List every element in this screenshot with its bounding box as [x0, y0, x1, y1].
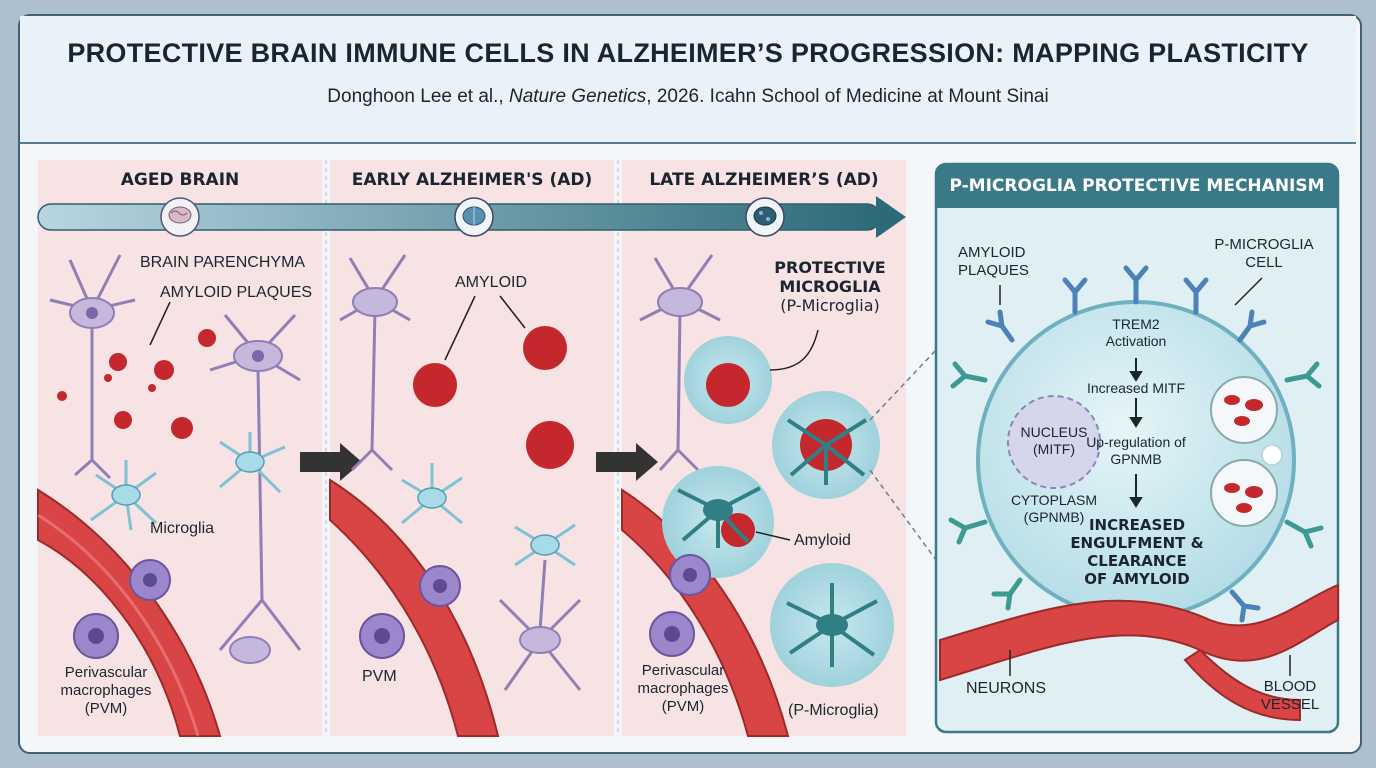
label-line: CELL: [1245, 254, 1283, 271]
pvm-cell: [649, 554, 711, 657]
pvm-cell: [359, 565, 461, 659]
label-line: BLOOD: [1263, 678, 1317, 695]
brain-icon: [160, 197, 200, 237]
label-amyloid-plaques-panel: AMYLOID PLAQUES: [958, 244, 1029, 280]
label-line: ENGULFMENT &: [1070, 534, 1204, 552]
neuron: [229, 636, 271, 664]
label-pvm-line2: macrophages: [637, 680, 729, 697]
label-neurons: NEURONS: [966, 680, 1047, 697]
nucleus: [1007, 395, 1101, 489]
label-pvm-line1: Perivascular: [641, 662, 725, 679]
label-amyloid-early: AMYLOID: [455, 274, 528, 291]
phagosome: [1210, 376, 1278, 444]
label-line: NUCLEUS: [1020, 424, 1088, 440]
citation: Donghoon Lee et al., Nature Genetics, 20…: [20, 86, 1356, 108]
label-pvm-late: Perivascular macrophages (PVM): [628, 662, 738, 716]
label-brain-parenchyma: BRAIN PARENCHYMA: [140, 254, 306, 271]
label-line: VESSEL: [1260, 696, 1320, 713]
amyloid-plaque: [413, 326, 574, 469]
label-protective-line2: MICROGLIA: [779, 277, 881, 296]
label-line: Up-regulation of: [1086, 434, 1186, 450]
label-protective-line3: (P-Microglia): [780, 296, 880, 315]
label-line: (GPNMB): [1023, 509, 1085, 525]
label-pvm-aged: Perivascular macrophages (PVM): [46, 664, 166, 718]
brain-dark-icon: [745, 197, 785, 237]
label-pvm-line3: (PVM): [661, 698, 705, 715]
label-pvm-line3: (PVM): [84, 700, 128, 717]
stage-title-early: EARLY ALZHEIMER'S (AD): [351, 170, 593, 190]
label-protective-microglia: PROTECTIVE MICROGLIA (P-Microglia): [766, 258, 894, 315]
pathway-arrow: [1129, 358, 1143, 508]
plaque-pointer: [149, 301, 171, 346]
pvm-cell: [73, 559, 171, 659]
label-p-microglia-cell: P-MICROGLIA CELL: [1208, 236, 1320, 272]
microglia: [90, 432, 286, 531]
neuron: [639, 254, 721, 472]
phagosome: [1210, 459, 1278, 527]
page-title: PROTECTIVE BRAIN IMMUNE CELLS IN ALZHEIM…: [67, 38, 1309, 68]
label-line: P-MICROGLIA: [1214, 236, 1314, 253]
brain-network-icon: [454, 197, 494, 237]
label-p-microglia: (P-Microglia): [788, 702, 879, 719]
progression-arrow: [596, 443, 658, 481]
label-blood-vessel: BLOOD VESSEL: [1252, 678, 1328, 714]
label-pvm-line1: Perivascular: [64, 664, 148, 681]
neuron: [209, 313, 302, 651]
label-trem2-activation: TREM2 Activation: [1076, 316, 1196, 350]
timeline-arrowhead: [876, 196, 906, 238]
label-gpnmb: Up-regulation of GPNMB: [1068, 434, 1204, 468]
label-line: CLEARANCE: [1087, 552, 1187, 570]
stage-title-aged: AGED BRAIN: [120, 170, 240, 190]
blood-vessel: [939, 583, 1339, 682]
label-line: INCREASED: [1088, 516, 1186, 534]
label-microglia: Microglia: [150, 520, 215, 537]
progression-arrow: [300, 443, 362, 481]
stage-title-late: LATE ALZHEIMER’S (AD): [649, 170, 879, 190]
label-result: INCREASED ENGULFMENT & CLEARANCE OF AMYL…: [1060, 516, 1214, 588]
blood-vessel: [329, 478, 500, 737]
label-amyloid-plaques: AMYLOID PLAQUES: [160, 284, 313, 301]
mechanism-title: P-MICROGLIA PROTECTIVE MECHANISM: [949, 176, 1325, 196]
microglia: [401, 463, 576, 567]
amyloid-plaque: [57, 329, 216, 439]
p-microglia: [677, 418, 878, 667]
label-line: (MITF): [1033, 441, 1075, 457]
citation-authors: Donghoon Lee et al.,: [327, 86, 509, 107]
label-line: CYTOPLASM: [1010, 492, 1098, 508]
label-cytoplasm: CYTOPLASM (GPNMB): [990, 492, 1118, 526]
label-pvm-line2: macrophages: [60, 682, 152, 699]
citation-journal: Nature Genetics: [508, 86, 647, 107]
label-line: AMYLOID: [958, 244, 1026, 261]
neuron: [49, 254, 136, 480]
trem2-receptor: [985, 265, 1267, 623]
label-line: OF AMYLOID: [1084, 570, 1190, 588]
label-nucleus: NUCLEUS (MITF): [1004, 424, 1104, 458]
citation-year-affiliation: , 2026. Icahn School of Medicine at Moun…: [646, 86, 1049, 107]
label-pvm-early: PVM: [362, 668, 397, 685]
label-line: Activation: [1105, 333, 1167, 349]
label-line: PLAQUES: [958, 262, 1029, 279]
label-amyloid-late: Amyloid: [794, 532, 851, 549]
label-line: GPNMB: [1110, 451, 1162, 467]
label-line: TREM2: [1112, 316, 1160, 332]
header-banner: [20, 16, 1356, 144]
label-increased-mitf: Increased MITF: [1086, 380, 1186, 396]
label-protective-line1: PROTECTIVE: [774, 258, 886, 277]
